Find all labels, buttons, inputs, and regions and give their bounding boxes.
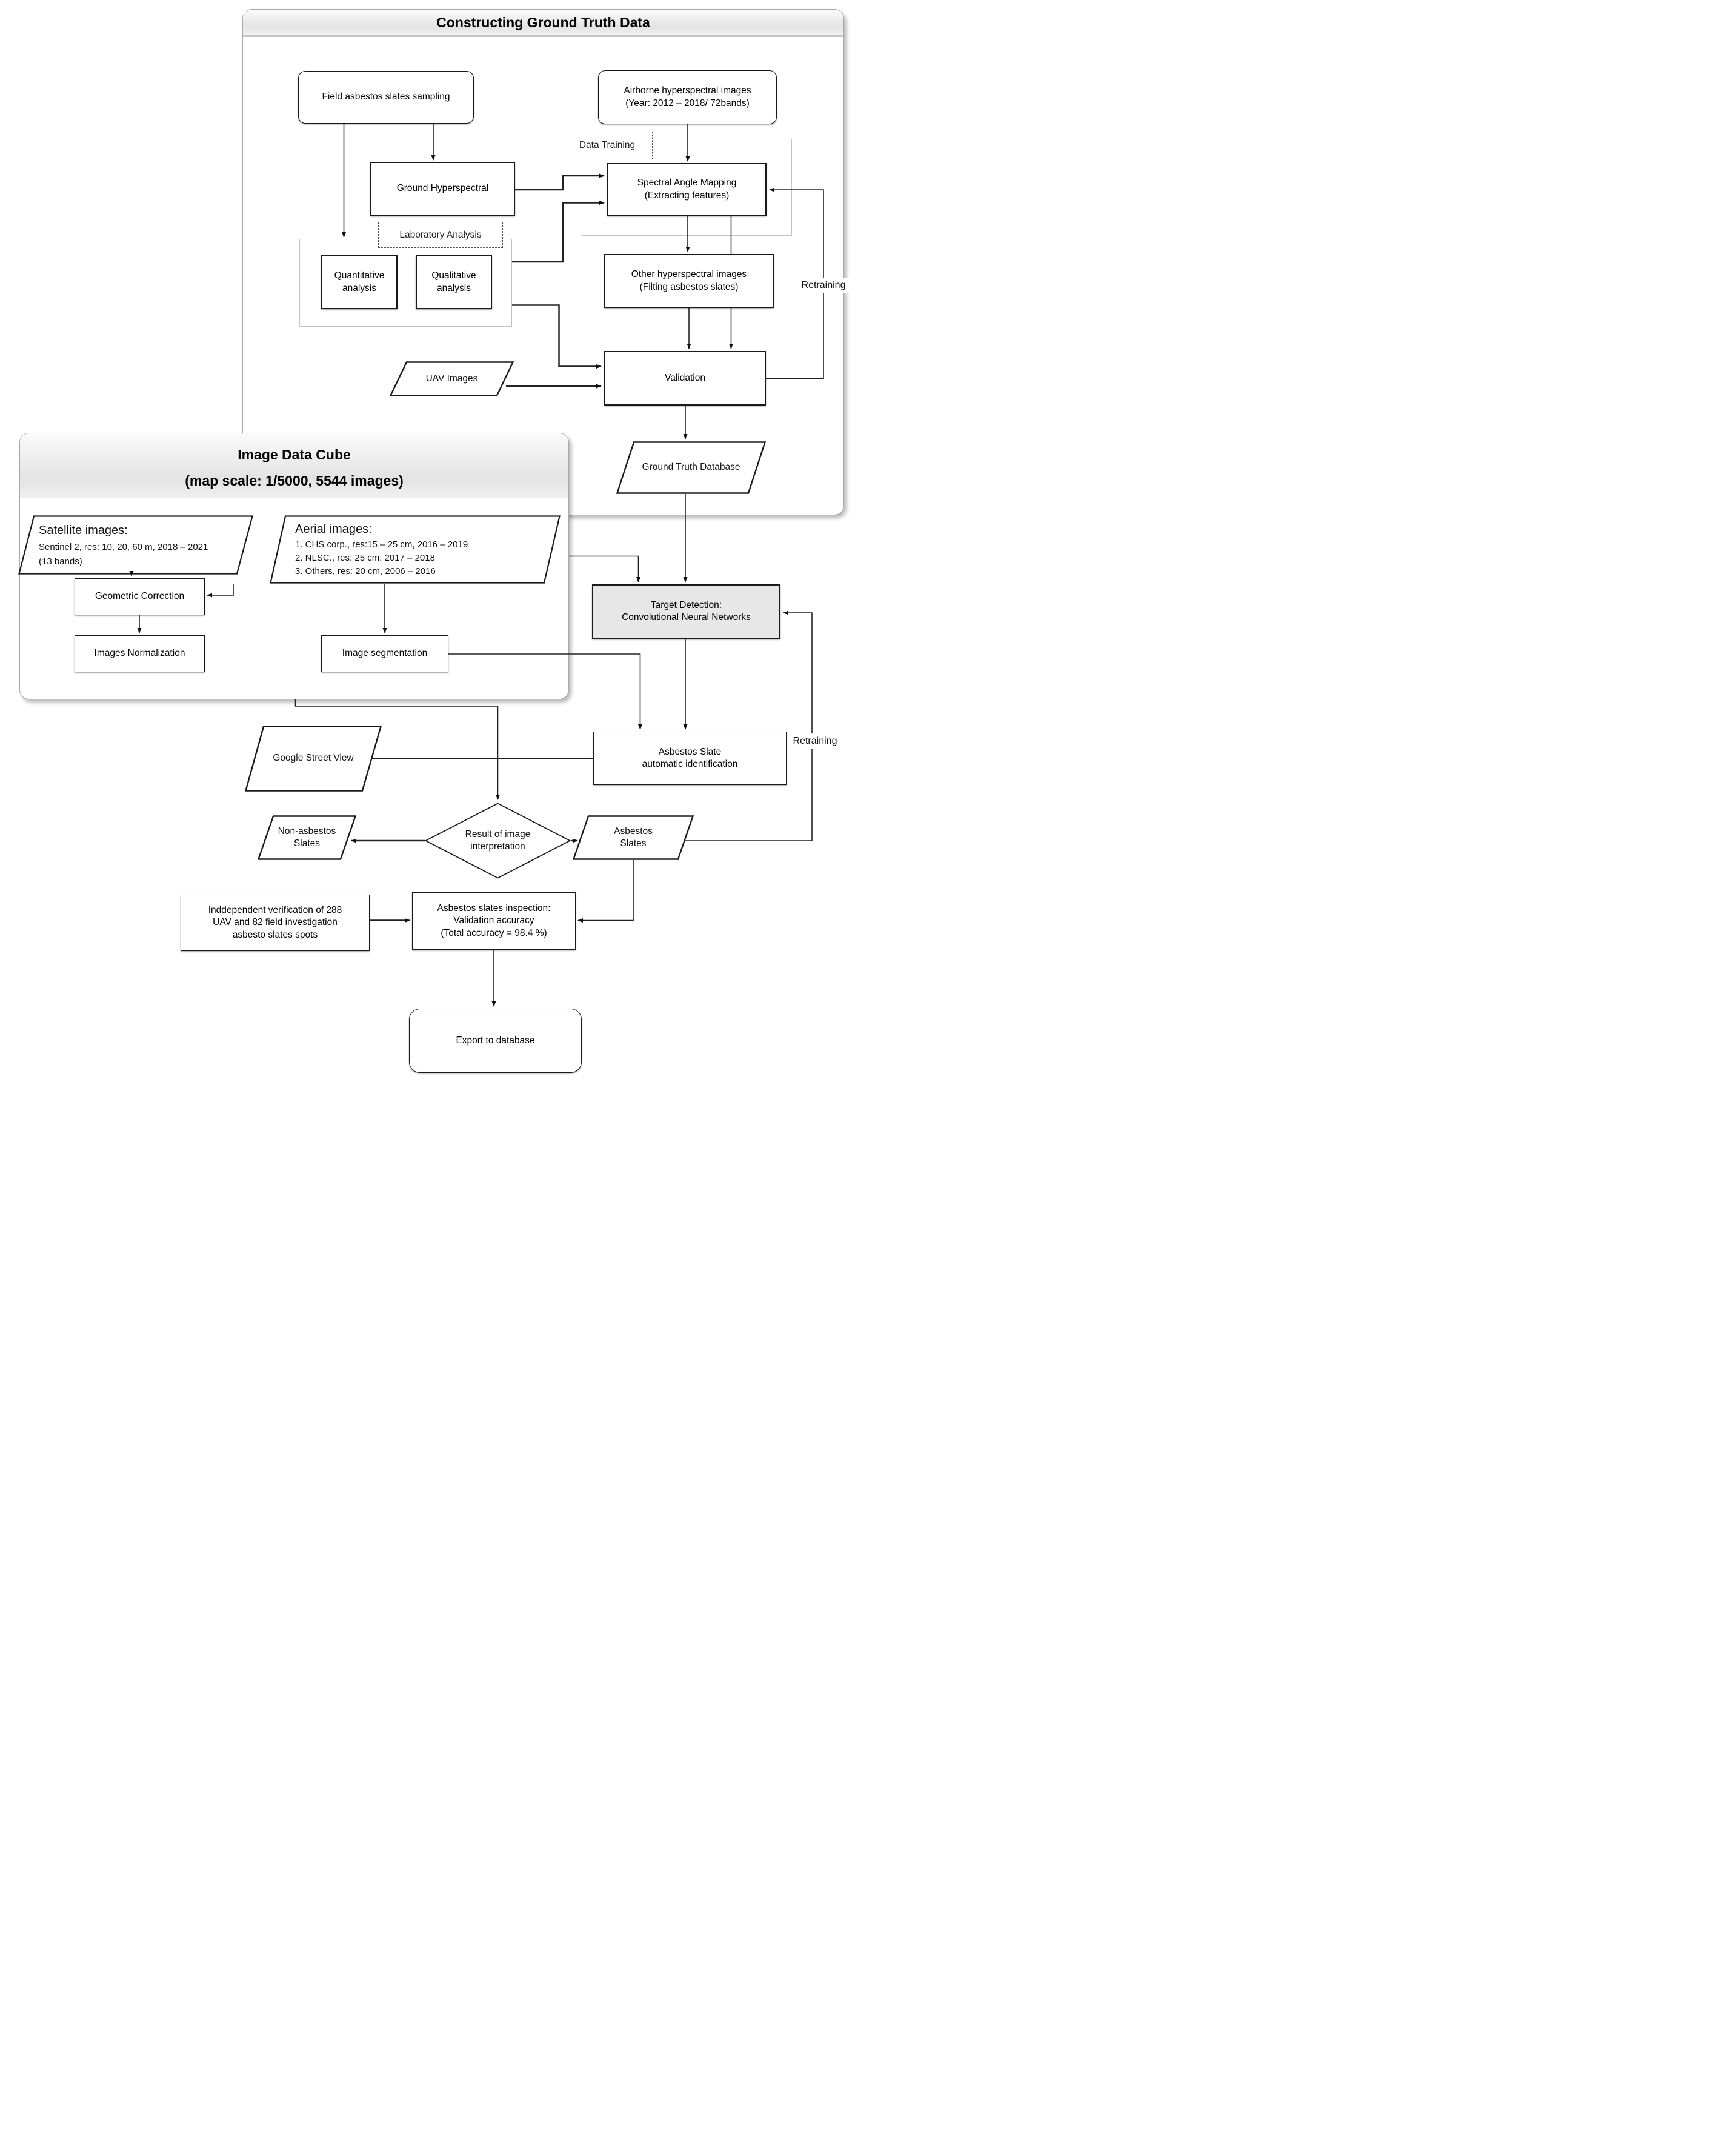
- node-satellite-images-text: Satellite images: Sentinel 2, res: 10, 2…: [18, 515, 274, 575]
- node-non-asbestos-slates: Non-asbestos Slates: [258, 815, 356, 860]
- connector-datacube-to-td: [569, 555, 640, 582]
- connector-layer: [294, 124, 824, 1007]
- node-uav-images: UAV Images: [390, 361, 514, 396]
- node-decision-text: Result of image interpretation: [465, 829, 531, 852]
- node-airborne-images-line1: Airborne hyperspectral images: [624, 85, 751, 96]
- node-field-sampling: Field asbestos slates sampling: [298, 71, 474, 124]
- node-ground-truth-database: Ground Truth Database: [616, 441, 766, 494]
- node-asbestos-slates: Asbestos Slates: [573, 815, 694, 860]
- node-target-detection-line1: Target Detection:: [650, 599, 722, 610]
- node-spectral-angle-mapping: Spectral Angle Mapping (Extracting featu…: [607, 163, 767, 216]
- node-asbestos-text: Asbestos Slates: [614, 826, 653, 849]
- node-independent-line2: UAV and 82 field investigation: [213, 917, 338, 928]
- node-quantitative-analysis: Quantitative analysis: [321, 255, 398, 309]
- node-validation-label: Validation: [665, 372, 705, 383]
- connector-segmentation-to-asai: [448, 653, 642, 730]
- node-qualitative-line1: Qualitative: [431, 270, 476, 281]
- connector-datacube-to-decision: [294, 699, 500, 800]
- node-qualitative-analysis: Qualitative analysis: [416, 255, 492, 309]
- flowchart-canvas: Constructing Ground Truth Data Image Dat…: [0, 0, 855, 1078]
- node-ground-hyperspectral: Ground Hyperspectral: [370, 162, 515, 216]
- decision-shape: [425, 803, 571, 879]
- non-asbestos-shape: [258, 815, 356, 860]
- ground-truth-database-shape: [616, 441, 766, 494]
- connector-groundhs-to-sam: [515, 173, 605, 191]
- node-inspection-line3: (Total accuracy = 98.4 %): [441, 927, 547, 938]
- uav-images-shape: [390, 361, 514, 396]
- node-images-normalization-label: Images Normalization: [94, 648, 185, 659]
- node-ground-hyperspectral-label: Ground Hyperspectral: [396, 183, 489, 194]
- label-data-training: Data Training: [562, 132, 653, 159]
- node-images-normalization: Images Normalization: [75, 635, 205, 672]
- node-quantitative-line2: analysis: [342, 282, 376, 293]
- connector-lab-to-sam: [512, 201, 605, 263]
- node-asai-line2: automatic identification: [642, 759, 738, 769]
- node-asai-line1: Asbestos Slate: [658, 746, 722, 757]
- node-export-database-label: Export to database: [456, 1035, 535, 1046]
- connector-asbestos-to-inspection: [577, 860, 634, 923]
- node-non-asbestos-text: Non-asbestos Slates: [278, 826, 336, 849]
- node-uav-images-text: UAV Images: [425, 373, 478, 384]
- label-data-training-text: Data Training: [579, 140, 636, 150]
- node-image-segmentation-label: Image segmentation: [342, 648, 428, 659]
- node-sam-line1: Spectral Angle Mapping: [637, 178, 737, 189]
- label-laboratory-analysis-text: Laboratory Analysis: [399, 229, 482, 240]
- asbestos-shape: [573, 815, 694, 860]
- connector-lab-to-validation: [512, 304, 602, 369]
- node-field-sampling-label: Field asbestos slates sampling: [322, 92, 450, 102]
- node-independent-line3: asbesto slates spots: [232, 929, 318, 940]
- node-decision: Result of image interpretation: [425, 803, 571, 879]
- panel-ground-truth-title: Constructing Ground Truth Data: [436, 15, 650, 30]
- node-aerial-images-text: Aerial images: 1. CHS corp., res:15 – 25…: [270, 515, 586, 584]
- connector-retraining-bottom-loop: [685, 610, 813, 841]
- node-quantitative-line1: Quantitative: [334, 270, 385, 281]
- node-validation: Validation: [604, 351, 766, 406]
- satellite-images-shape: [18, 515, 253, 575]
- node-sam-line2: (Extracting features): [644, 190, 730, 201]
- node-asai: Asbestos Slate automatic identification: [593, 732, 787, 785]
- node-image-segmentation: Image segmentation: [321, 635, 448, 672]
- node-other-hyperspectral-line1: Other hyperspectral images: [631, 269, 747, 280]
- data-training-container: [582, 139, 792, 236]
- node-geometric-correction: Geometric Correction: [75, 578, 205, 615]
- node-inspection: Asbestos slates inspection: Validation a…: [412, 892, 576, 950]
- label-laboratory-analysis: Laboratory Analysis: [378, 222, 503, 248]
- aerial-images-header: Aerial images:: [295, 522, 372, 536]
- node-google-street-view-text: Google Street View: [273, 753, 354, 764]
- node-aerial-images: Aerial images: 1. CHS corp., res:15 – 25…: [270, 515, 561, 584]
- node-ground-truth-database-text: Ground Truth Database: [642, 462, 740, 473]
- node-export-database: Export to database: [409, 1009, 582, 1073]
- node-satellite-images: Satellite images: Sentinel 2, res: 10, 2…: [18, 515, 253, 575]
- panel-ground-truth-header: Constructing Ground Truth Data: [243, 10, 843, 37]
- google-street-view-shape: [245, 726, 382, 792]
- panel-image-data-cube-title2: (map scale: 1/5000, 5544 images): [185, 472, 404, 489]
- label-retraining-top: Retraining: [797, 278, 850, 293]
- satellite-images-header: Satellite images:: [39, 524, 128, 538]
- node-independent-line1: Inddependent verification of 288: [208, 904, 342, 915]
- node-inspection-line1: Asbestos slates inspection:: [437, 903, 551, 913]
- node-google-street-view: Google Street View: [245, 726, 382, 792]
- node-independent-verification: Inddependent verification of 288 UAV and…: [181, 895, 370, 951]
- node-target-detection: Target Detection: Convolutional Neural N…: [592, 584, 780, 639]
- panel-image-data-cube-header: Image Data Cube (map scale: 1/5000, 5544…: [20, 433, 568, 498]
- panel-image-data-cube-title1: Image Data Cube: [238, 447, 351, 462]
- node-airborne-images: Airborne hyperspectral images (Year: 201…: [598, 70, 777, 124]
- node-airborne-images-line2: (Year: 2012 – 2018/ 72bands): [625, 98, 750, 108]
- node-other-hyperspectral-line2: (Filting asbestos slates): [639, 281, 739, 292]
- node-other-hyperspectral: Other hyperspectral images (Filting asbe…: [604, 254, 774, 308]
- node-qualitative-line2: analysis: [437, 282, 471, 293]
- aerial-images-shape: [270, 515, 561, 584]
- node-target-detection-line2: Convolutional Neural Networks: [622, 612, 751, 622]
- label-retraining-bottom: Retraining: [789, 733, 841, 749]
- node-geometric-correction-label: Geometric Correction: [95, 591, 185, 602]
- node-inspection-line2: Validation accuracy: [453, 915, 534, 926]
